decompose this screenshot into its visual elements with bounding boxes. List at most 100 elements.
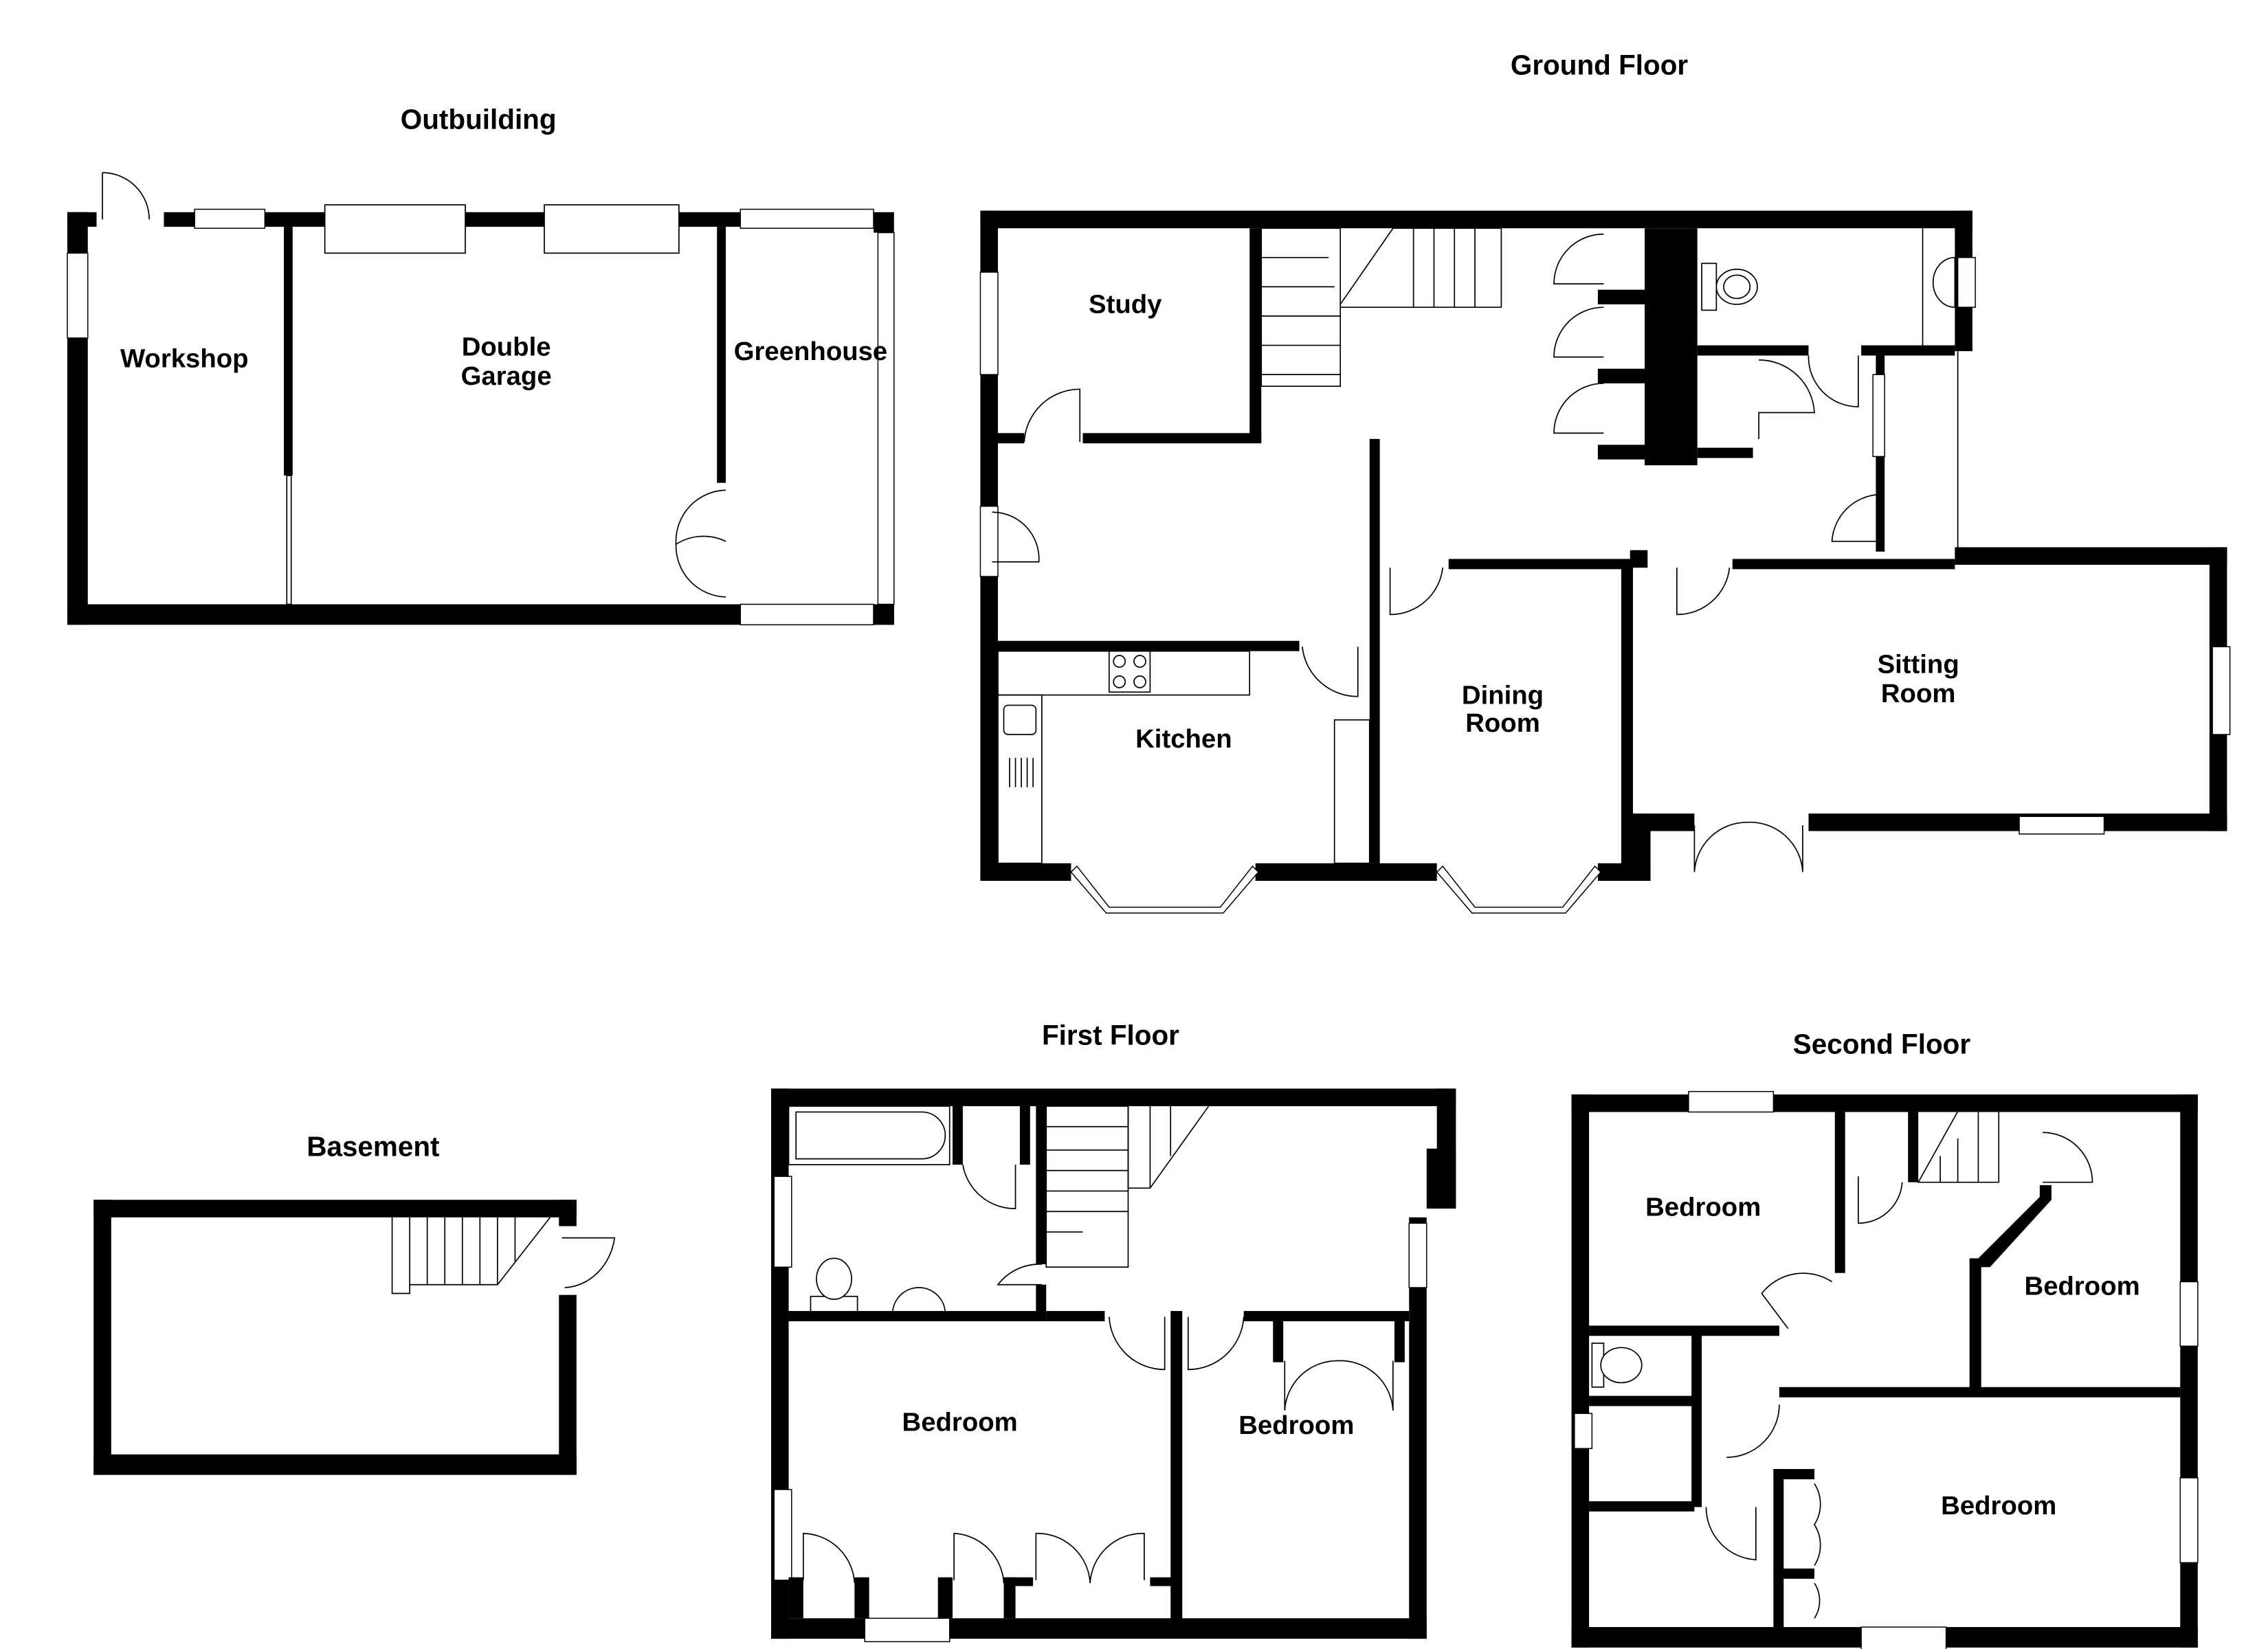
wall [1589,1501,1695,1512]
staircase [391,1217,551,1294]
cupboard-door-swing [1813,1483,1821,1567]
wall [1571,1094,2198,1112]
wall [2180,1094,2198,1648]
door-swing [1108,1316,1166,1371]
wall [1630,550,1648,568]
cupboard-door-swing [1553,233,1604,284]
wall [1036,1284,1047,1317]
wall [854,1577,869,1619]
cupboard-door-swing [1553,306,1604,358]
wall [788,1311,1047,1321]
door-swing [1761,1272,1833,1330]
window [1574,1413,1593,1449]
wall [1036,1106,1047,1264]
window [1688,1090,1775,1113]
door-swing [1831,493,1879,542]
wardrobe-door-swing [953,1532,1005,1584]
toilet-seat [1723,274,1751,300]
wall [1019,1106,1030,1165]
ground-floor-title: Ground Floor [1511,49,1689,81]
wall [717,227,726,483]
wall [284,227,293,476]
kitchen-counter [997,694,1043,864]
room-label-bedroom: Bedroom [2025,1272,2140,1301]
wall [998,433,1025,444]
wall [1249,228,1262,442]
door-swing [992,511,1040,563]
toilet-icon [1600,1347,1643,1384]
wall [980,210,1972,229]
second-floor-plan: Second Floor [1571,1028,2199,1649]
sliding-partition [286,475,292,605]
wall [1150,1577,1174,1586]
wall [1589,1395,1695,1406]
window-glazed-wall [877,232,895,605]
wardrobe-door-swing [1284,1360,1394,1411]
door-swing [962,1164,1016,1209]
wall [93,1454,577,1475]
wall [788,1577,803,1619]
window [740,603,874,626]
double-door-swing [675,489,726,598]
room-label-bedroom: Bedroom [1645,1193,1761,1222]
sink-icon [1003,704,1037,735]
wall [1082,433,1262,444]
room-label-study: Study [1089,290,1162,319]
staircase [1260,227,1502,388]
door-swing [2043,1132,2093,1183]
wall [1243,1311,1410,1321]
room-label-workshop: Workshop [120,344,249,374]
kitchen-counter [1333,719,1370,864]
door-swing [1676,568,1731,616]
wall [1597,368,1645,383]
window [864,1617,950,1643]
wall [678,212,741,227]
wall [1597,445,1645,460]
wall [1773,1568,1814,1579]
sink-icon [891,1287,946,1315]
wall [1834,1112,1845,1273]
room-label-dining-room: Room [1465,708,1540,738]
french-door-swing [1693,821,1803,873]
wall [998,640,1300,651]
cupboard-door-swing [1553,383,1604,434]
door-swing [1858,1176,1903,1224]
wall [1394,1321,1405,1362]
staircase [1045,1106,1210,1268]
wall [1046,1311,1105,1321]
window [740,208,874,229]
wall [1621,559,1633,866]
wall [980,863,1071,881]
wall [874,212,894,233]
wall [1571,1094,1590,1648]
wall [1597,289,1645,304]
basement-plan: Basement [93,1130,616,1475]
basement-title: Basement [307,1130,439,1162]
wall [937,1577,953,1619]
room-label-greenhouse: Greenhouse [734,337,888,366]
room-label-dining-room: Dining [1462,680,1544,710]
room-label-double-garage: Garage [461,361,552,391]
wall [1969,1185,2052,1391]
first-floor-title: First Floor [1042,1019,1179,1051]
cupboard-door-swing [1814,1582,1821,1619]
wall [1861,345,1955,356]
wall [93,1200,577,1218]
toilet-icon [816,1257,852,1300]
wardrobe-door-swing [802,1532,856,1584]
window [1408,1222,1427,1288]
outbuilding-plan: Outbuilding Workshop Double Garage Green… [67,103,895,626]
door-swing [102,172,151,220]
window [1957,257,1976,308]
wall [1773,1469,1784,1628]
door-swing [1705,1404,1780,1560]
first-floor-plan: First Floor [771,1019,1456,1643]
wall [1773,1469,1814,1479]
window [979,271,999,375]
bath-icon [795,1111,946,1160]
staircase [1917,1106,2000,1183]
sink-icon [1932,256,1956,309]
door-swing [1187,1316,1245,1371]
wall [1170,1311,1183,1624]
